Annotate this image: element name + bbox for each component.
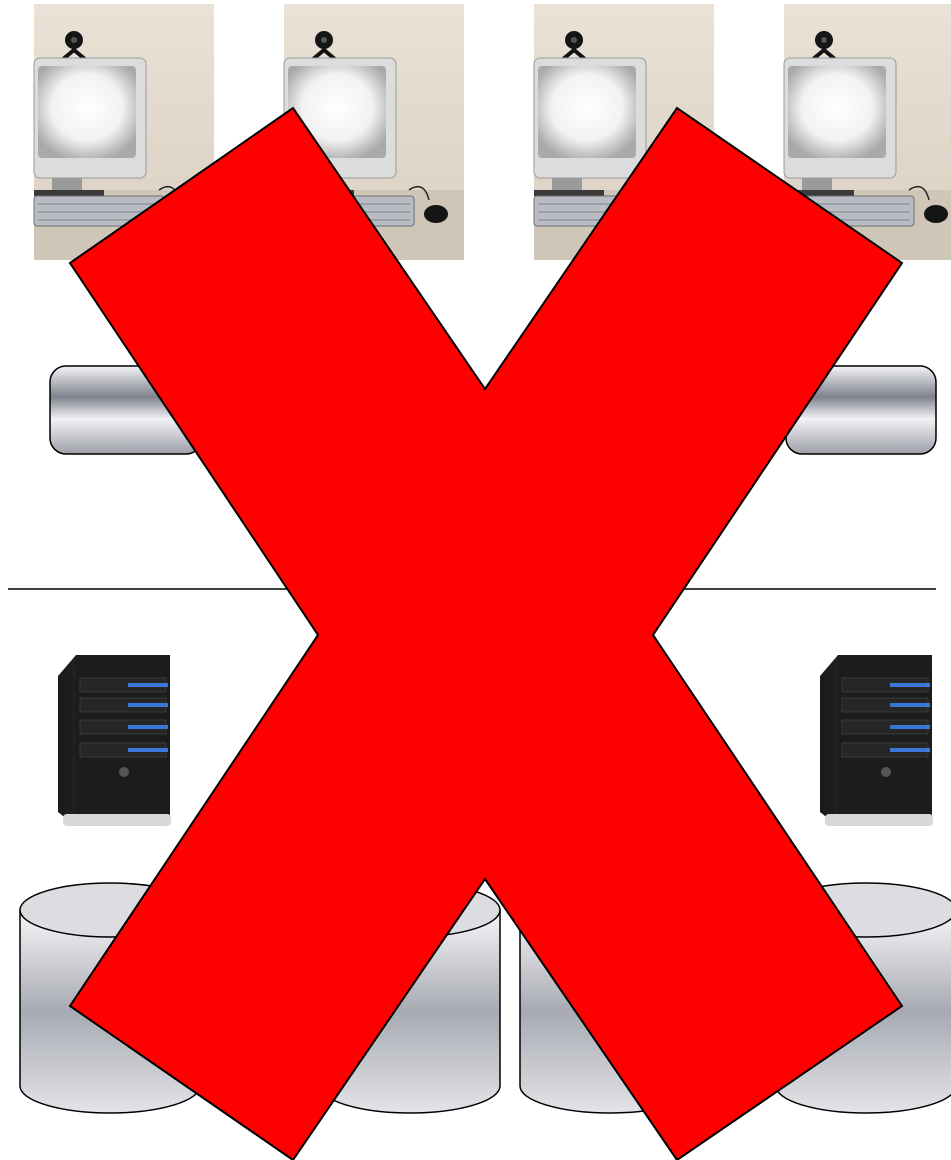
server-tower-icon xyxy=(820,655,933,826)
monitor-icon xyxy=(784,58,896,196)
monitor-icon xyxy=(534,58,646,196)
monitor-icon xyxy=(34,58,146,196)
server-tower-icon xyxy=(58,655,171,826)
